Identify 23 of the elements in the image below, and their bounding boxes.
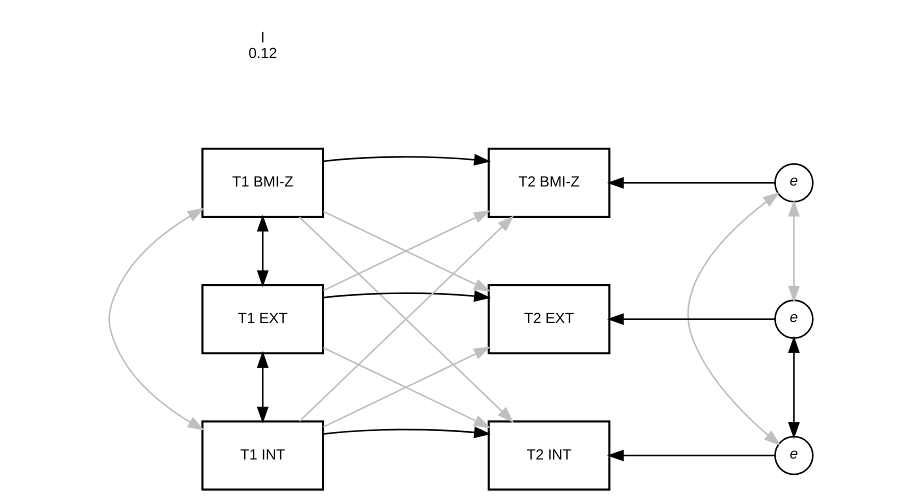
arrow [108, 208, 204, 430]
arrow [256, 214, 268, 288]
arrow [788, 200, 800, 303]
arrow [322, 290, 490, 302]
arrow [606, 176, 775, 189]
arrow [606, 450, 775, 462]
arrow [606, 313, 775, 326]
node-circle: e [774, 436, 814, 476]
node-circle: e [774, 300, 814, 339]
node-box: T1 INT [200, 420, 324, 491]
node-box: T1 BMI-Z [200, 148, 324, 218]
node-box: T1 EXT [200, 284, 324, 354]
node-box: T2 INT [487, 420, 610, 491]
arrow [322, 426, 490, 438]
node-circle: e [774, 163, 814, 202]
arrow [322, 154, 490, 166]
arrow [788, 336, 800, 439]
node-box: T2 BMI-Z [487, 148, 610, 218]
arrow [256, 351, 268, 424]
node-box: T2 EXT [487, 284, 610, 354]
label: l [260, 30, 264, 47]
arrow [686, 192, 780, 446]
label: 0.12 [248, 46, 277, 62]
